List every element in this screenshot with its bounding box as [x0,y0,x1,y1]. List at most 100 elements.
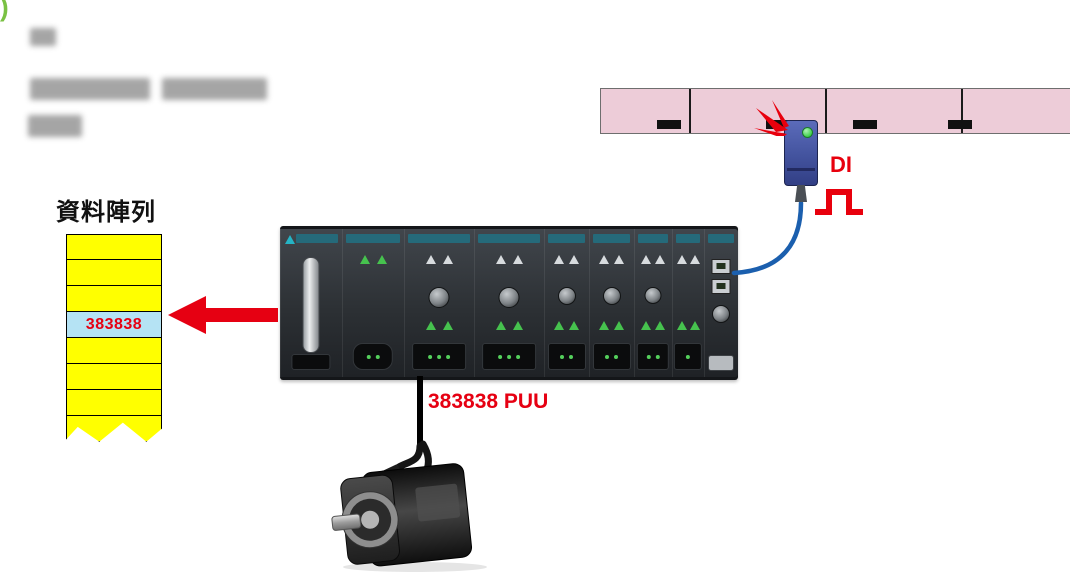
sensor-connector [795,185,807,202]
conveyor-divider [825,89,827,133]
array-row [66,286,162,312]
led-triangle-icon [641,255,651,264]
round-connector [498,287,520,308]
module-connector [547,343,586,370]
led-indicators [404,255,474,264]
data-array-title: 資料陣列 [56,199,156,226]
led-triangle-icon [569,321,579,330]
di-label: DI [830,152,852,177]
plc-network-module [704,229,738,377]
ethernet-port [711,279,731,294]
terminal-led-icon [655,354,660,359]
led-triangle-icon [614,321,624,330]
terminal-led-icon [506,354,511,359]
led-triangle-icon [442,255,453,264]
module-connector [352,343,394,370]
led-triangle-icon [359,255,370,264]
led-triangle-icon [376,255,387,264]
led-triangle-icon [512,255,523,264]
led-indicators [634,255,672,264]
array-row [66,390,162,416]
led-triangle-icon [641,321,651,330]
motor-hub [361,510,380,529]
terminal-led-icon [569,354,573,359]
module-label-strip [593,234,630,243]
led-triangle-icon [495,321,506,330]
led-triangle-icon [676,321,687,330]
plc-power-module [280,229,343,377]
round-connector [557,287,576,305]
sensor-band [787,168,815,171]
round-connector [602,287,621,305]
heading-fragment: ) [0,0,9,22]
led-indicators [544,255,589,264]
led-triangle-icon [442,321,453,330]
led-indicators [589,321,634,330]
led-indicators [474,321,544,330]
motor-shaft [331,513,362,531]
servo-motor-assembly [331,376,487,572]
led-triangle-icon [554,321,564,330]
module-label-strip [478,234,540,243]
module-connector [291,354,331,370]
terminal-led-icon [646,354,651,359]
led-triangle-icon [425,255,436,264]
led-triangle-icon [554,255,564,264]
plc-io-module [404,229,475,377]
array-row [66,364,162,390]
workpiece [948,120,972,129]
terminal-led-icon [445,354,450,359]
round-connector [712,305,730,323]
servo-motor [331,463,473,567]
terminal-led-icon [375,354,380,359]
round-connector [644,287,662,304]
module-connector [592,343,631,370]
terminal-led-icon [605,354,609,359]
conveyor-belt [600,88,1070,134]
conveyor-divider [689,89,691,133]
data-array-table: 383838 [66,234,164,442]
module-connector [482,343,536,370]
round-connector [428,287,450,308]
power-module-slot [302,257,320,353]
terminal-led-icon [366,354,371,359]
plc-rack [280,226,738,380]
module-label-strip [676,234,700,243]
redacted-text-line [30,28,56,46]
array-row [66,234,162,260]
sensor-flash-icon [754,100,789,136]
array-row-highlighted: 383838 [66,312,162,338]
led-triangle-icon [512,321,523,330]
array-row [66,260,162,286]
redacted-text-line [162,78,267,100]
sensor-cable [731,200,804,276]
terminal-led-icon [497,354,502,359]
led-triangle-icon [599,321,609,330]
led-triangle-icon [689,255,700,264]
array-row [66,338,162,364]
module-label-strip [346,234,400,243]
module-label-strip [548,234,585,243]
left-arrow-icon [168,296,278,334]
led-triangle-icon [495,255,506,264]
led-indicators [544,321,589,330]
led-indicators [404,321,474,330]
led-indicators [342,255,404,264]
module-label-strip [296,234,338,243]
led-triangle-icon [569,255,579,264]
plc-io-module [589,229,635,377]
terminal-led-icon [436,354,441,359]
module-label-strip [638,234,668,243]
terminal-led-icon [427,354,432,359]
terminal-led-icon [560,354,564,359]
led-indicators [589,255,634,264]
led-triangle-icon [599,255,609,264]
module-connector [673,343,703,370]
led-indicators [672,255,704,264]
plc-io-module [672,229,705,377]
ethernet-port [711,259,731,274]
plc-cpu-module [342,229,405,377]
module-connector [636,343,670,370]
led-triangle-icon [676,255,687,264]
motor-power-cable-line [417,376,423,450]
